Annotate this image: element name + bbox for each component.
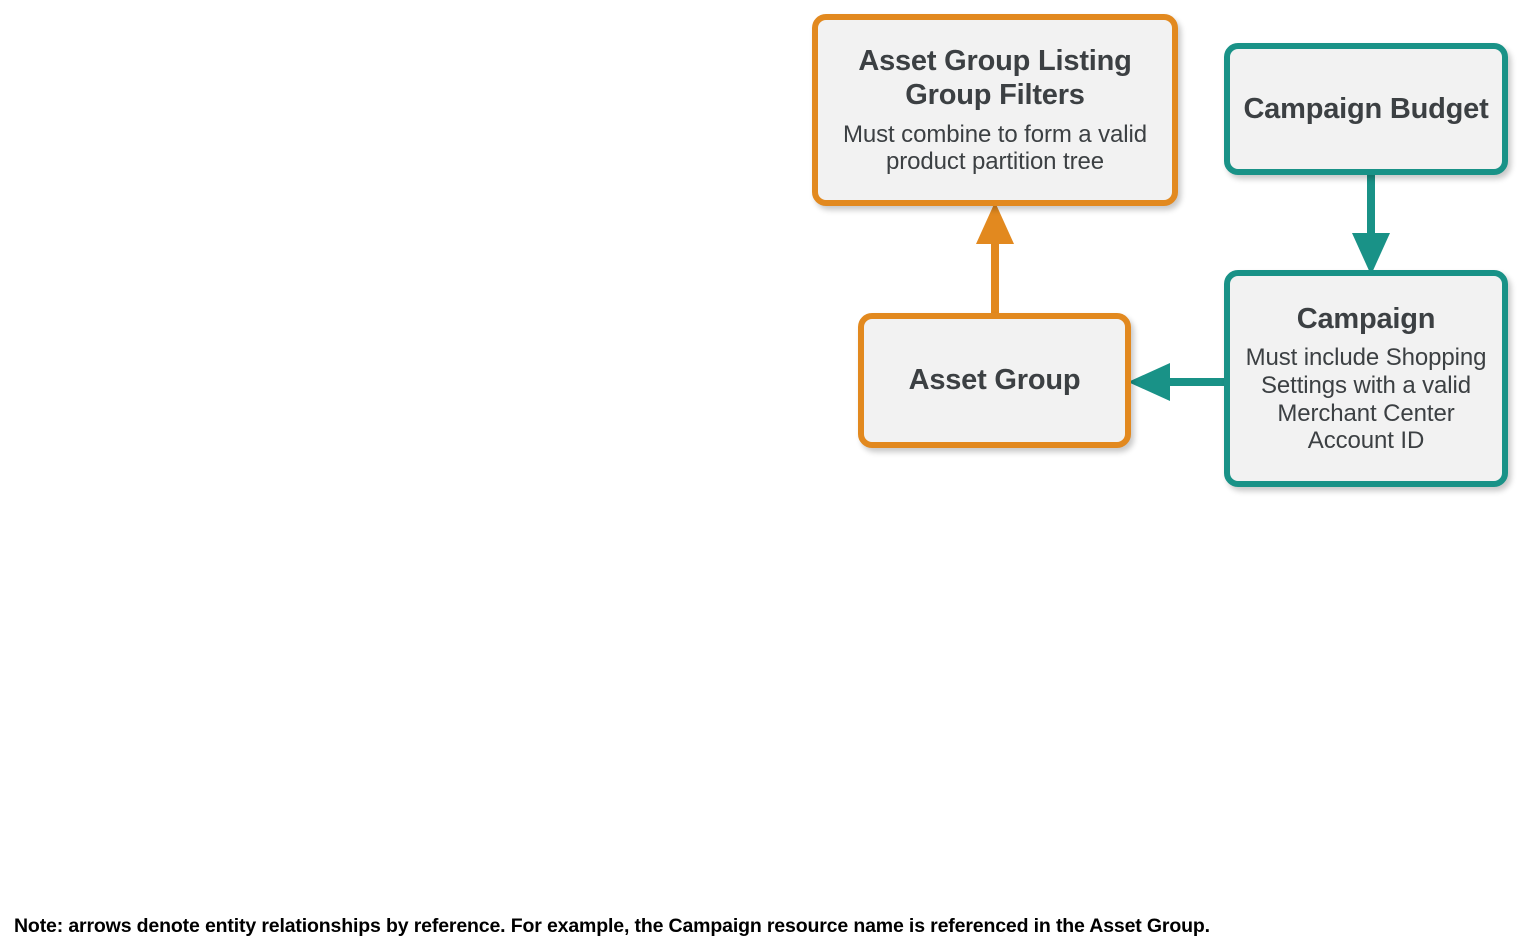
node-title: Asset Group Listing Group Filters	[858, 45, 1132, 112]
node-campaign-budget[interactable]: Campaign Budget	[1224, 43, 1508, 175]
edge-campaign-to-asset-group	[1128, 363, 1238, 401]
footer-note: Note: arrows denote entity relationships…	[14, 915, 1210, 937]
node-asset-group-listing-group-filters[interactable]: Asset Group Listing Group Filters Must c…	[812, 14, 1178, 206]
node-description: Must combine to form a valid product par…	[843, 120, 1147, 176]
node-asset-group[interactable]: Asset Group	[858, 313, 1131, 448]
node-title: Campaign Budget	[1243, 92, 1489, 125]
edge-campaign-budget-to-campaign	[1352, 165, 1390, 275]
node-campaign[interactable]: Campaign Must include Shopping Settings …	[1224, 270, 1508, 487]
node-description: Must include Shopping Settings with a va…	[1245, 344, 1487, 455]
edge-asset-group-to-listing-group-filters	[976, 202, 1014, 324]
node-title: Campaign	[1296, 303, 1436, 336]
node-title: Asset Group	[908, 364, 1081, 397]
